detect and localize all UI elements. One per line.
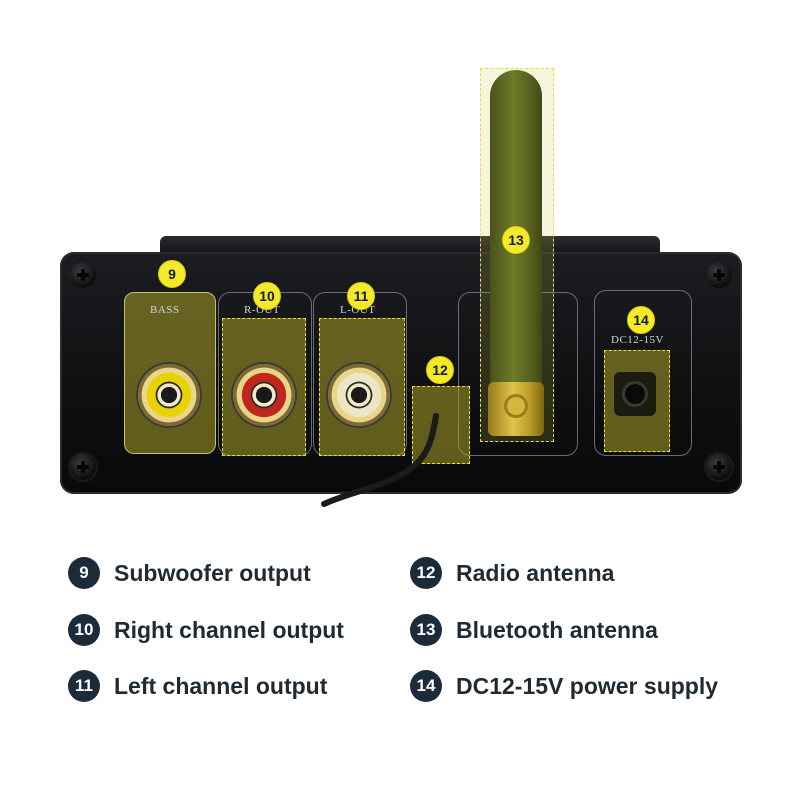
- callout-13: 13: [502, 226, 530, 254]
- screw-icon: [70, 454, 96, 480]
- legend-item-13: 13 Bluetooth antenna: [410, 614, 658, 646]
- left-rca-jack: [328, 364, 390, 426]
- legend-item-12: 12 Radio antenna: [410, 557, 614, 589]
- radio-antenna-cable: [321, 413, 439, 507]
- callout-14: 14: [627, 306, 655, 334]
- bass-rca-jack: [138, 364, 200, 426]
- legend-number-badge: 12: [410, 557, 442, 589]
- dc-power-jack: [614, 372, 656, 416]
- legend-number-badge: 9: [68, 557, 100, 589]
- radio-antenna-highlight: [412, 386, 470, 464]
- callout-12: 12: [426, 356, 454, 384]
- legend-label: Bluetooth antenna: [456, 616, 658, 643]
- legend-label: Right channel output: [114, 616, 344, 643]
- legend-number-badge: 13: [410, 614, 442, 646]
- dc-label: DC12-15V: [611, 334, 664, 346]
- screw-icon: [70, 262, 96, 288]
- legend-label: Left channel output: [114, 672, 328, 699]
- callout-11: 11: [347, 282, 375, 310]
- legend-item-14: 14 DC12-15V power supply: [410, 670, 718, 702]
- callout-9: 9: [158, 260, 186, 288]
- legend-label: Subwoofer output: [114, 559, 311, 586]
- legend-number-badge: 11: [68, 670, 100, 702]
- legend-item-11: 11 Left channel output: [68, 670, 327, 702]
- dc-outline: [594, 290, 692, 456]
- bluetooth-antenna: [480, 70, 552, 442]
- legend-number-badge: 10: [68, 614, 100, 646]
- right-rca-jack: [233, 364, 295, 426]
- screw-icon: [706, 454, 732, 480]
- bass-label: BASS: [150, 304, 180, 316]
- antenna-base: [488, 382, 544, 436]
- legend-label: Radio antenna: [456, 559, 615, 586]
- legend-item-9: 9 Subwoofer output: [68, 557, 311, 589]
- screw-icon: [706, 262, 732, 288]
- legend-label: DC12-15V power supply: [456, 672, 719, 699]
- legend-number-badge: 14: [410, 670, 442, 702]
- legend-item-10: 10 Right channel output: [68, 614, 344, 646]
- callout-10: 10: [253, 282, 281, 310]
- bluetooth-antenna-highlight: [480, 68, 554, 442]
